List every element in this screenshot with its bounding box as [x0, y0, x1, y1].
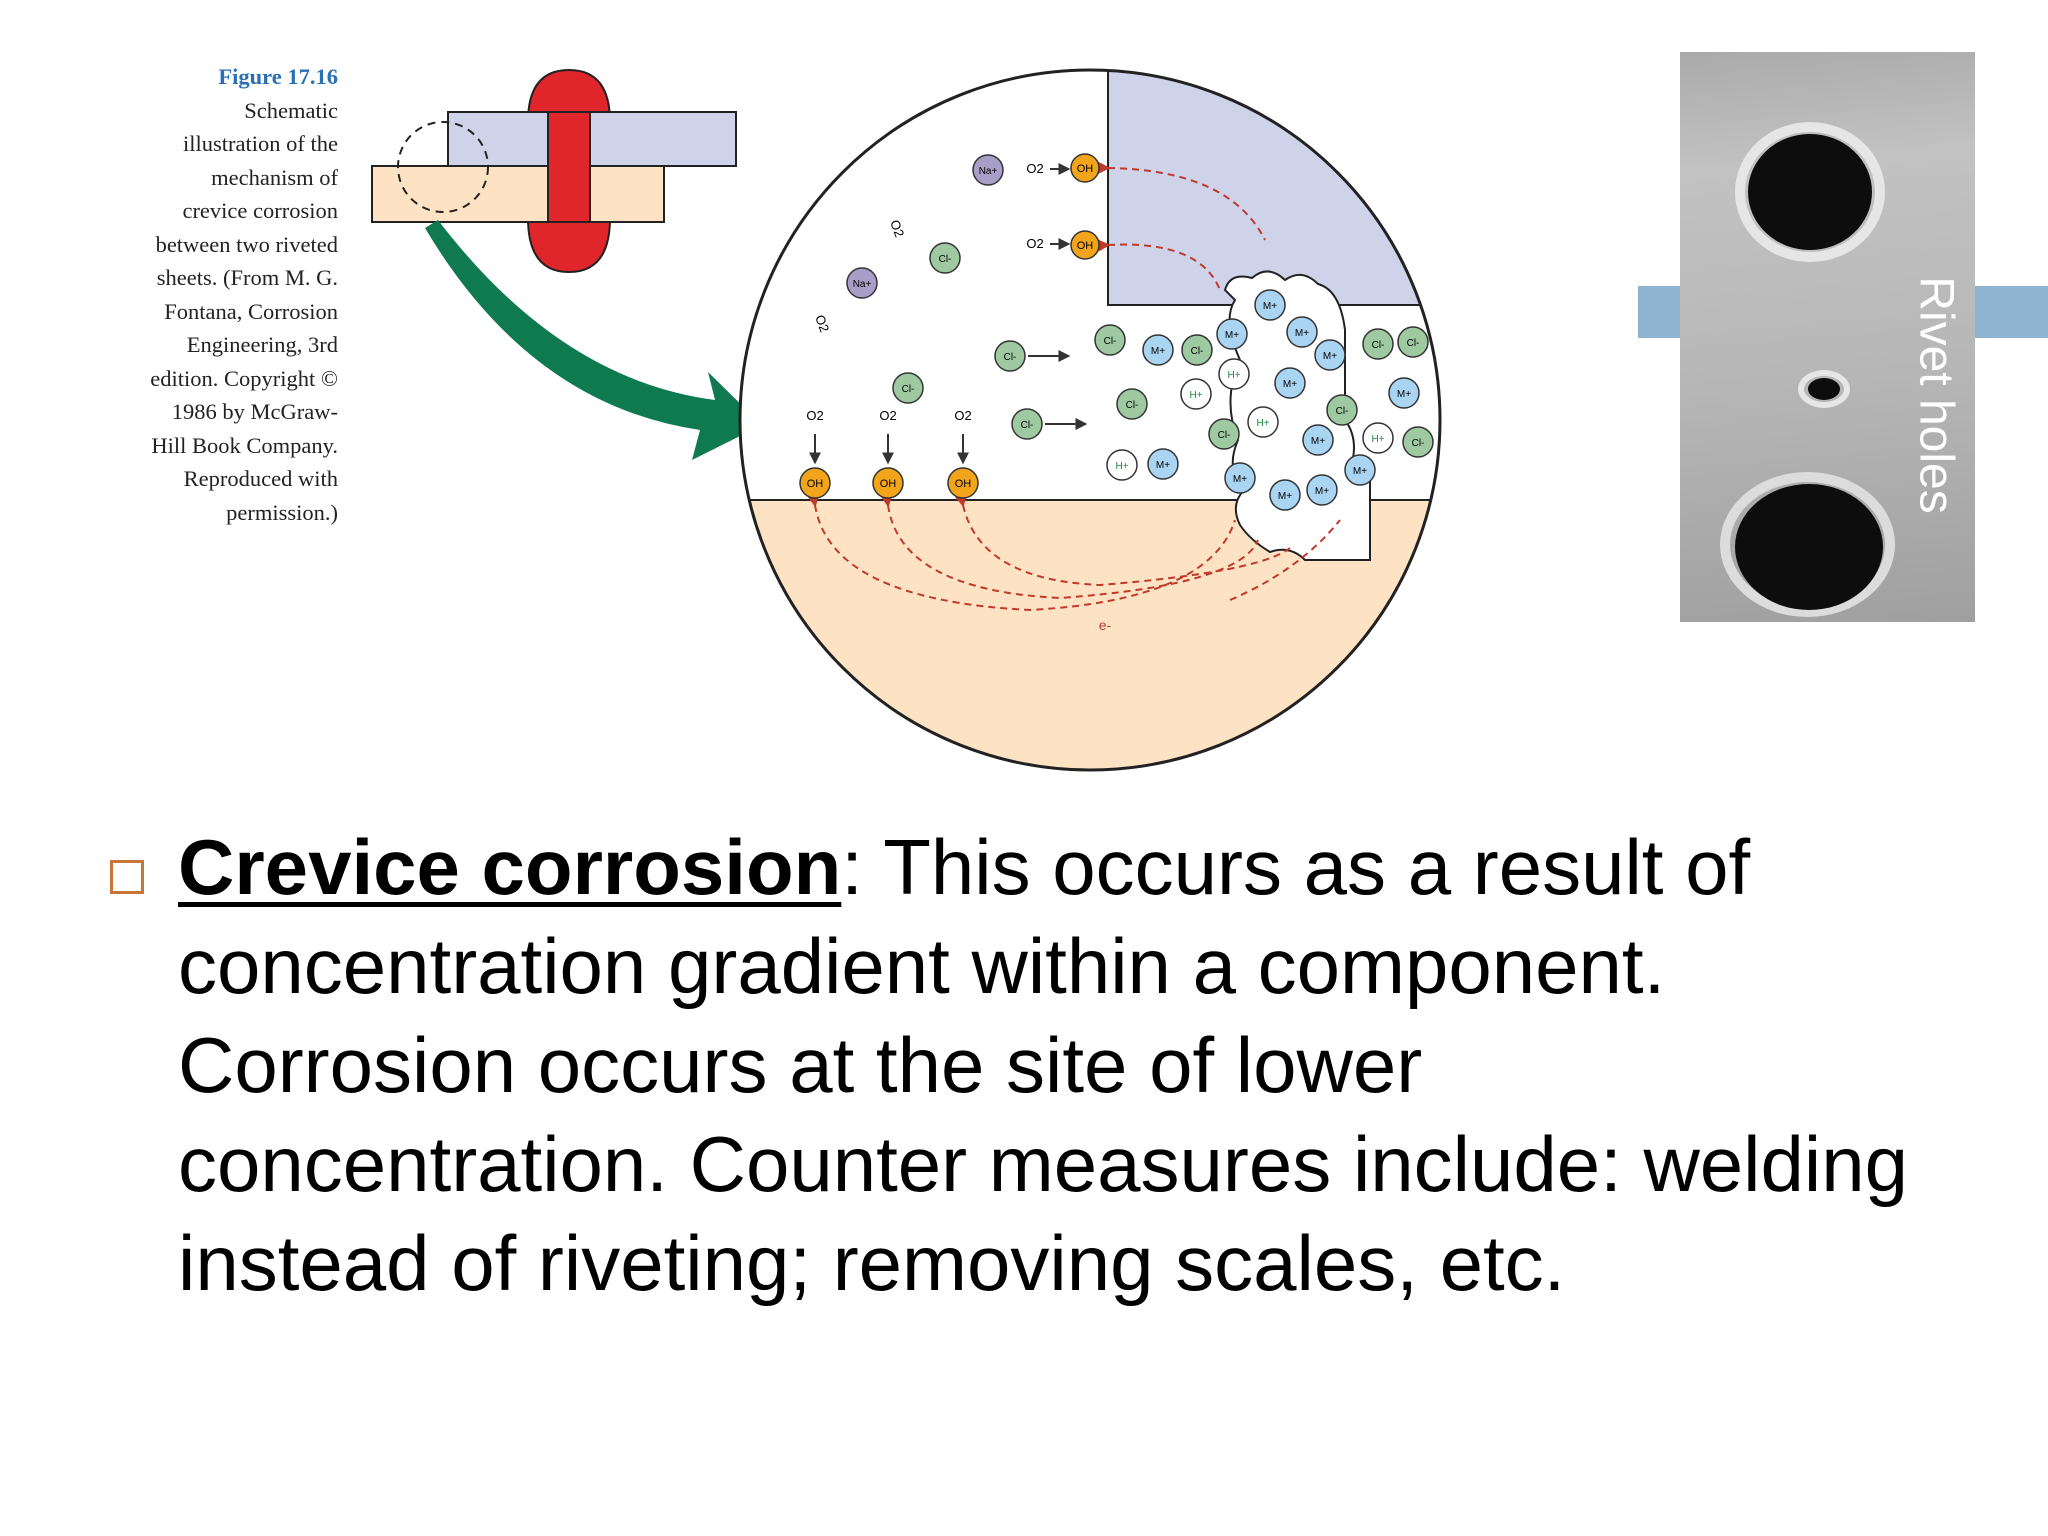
electron-label: e-	[1099, 617, 1112, 633]
caption-line: Hill Book Company.	[151, 432, 338, 458]
h-label: H+	[1256, 418, 1269, 429]
figure-caption: Figure 17.16 Schematic illustration of t…	[60, 60, 338, 529]
na-label: Na+	[853, 279, 872, 290]
m-label: M+	[1323, 351, 1337, 362]
caption-line: Schematic	[244, 97, 338, 123]
cl-label: Cl-	[1372, 340, 1385, 351]
rivet-holes-photo	[1680, 52, 1975, 622]
m-label: M+	[1233, 474, 1247, 485]
oh-label: OH	[1077, 163, 1094, 175]
caption-line: crevice corrosion	[182, 198, 338, 223]
m-label: M+	[1283, 379, 1297, 390]
o2-label: O2	[1026, 161, 1043, 176]
oh-label: OH	[807, 478, 824, 490]
rivet-hole	[1748, 134, 1872, 250]
crevice-corrosion-diagram: O2 OH O2 OH Na+ Na+ O2 O2 Cl- Cl- Cl- Cl…	[371, 68, 1442, 772]
o2-label: O2	[1026, 236, 1043, 251]
cl-label: Cl-	[1191, 346, 1204, 357]
h-label: H+	[1115, 461, 1128, 472]
o2-label: O2	[887, 218, 907, 239]
caption-line: illustration of the	[183, 131, 338, 156]
riveted-sheets	[371, 68, 737, 274]
caption-line: between two riveted	[155, 231, 338, 257]
magnified-view-outline	[738, 68, 1442, 772]
cl-label: Cl-	[1218, 430, 1231, 441]
cl-label: Cl-	[902, 384, 915, 395]
rivet-shank	[547, 111, 591, 223]
o2-label: O2	[806, 408, 823, 423]
caption-line: Engineering, 3rd	[186, 332, 338, 357]
caption-line: Fontana, Corrosion	[164, 298, 338, 324]
cl-label: Cl-	[1407, 338, 1420, 349]
term-crevice-corrosion: Crevice corrosion	[178, 823, 842, 911]
body-paragraph: Crevice corrosion: This occurs as a resu…	[178, 818, 1928, 1313]
rivet-hole-small	[1808, 378, 1840, 400]
o2-label: O2	[954, 408, 971, 423]
m-label: M+	[1278, 491, 1292, 502]
zoom-arrow	[425, 220, 762, 460]
caption-line: sheets. (From M. G.	[156, 265, 338, 290]
rivet-head-bottom	[526, 217, 612, 274]
o2-label: O2	[812, 313, 832, 334]
top-sheet	[447, 111, 737, 167]
top-sheet-region	[1107, 70, 1440, 306]
h-label: H+	[1371, 434, 1384, 445]
caption-line: Reproduced with	[183, 466, 338, 491]
caption-line: mechanism of	[211, 164, 338, 190]
rivet-hole-rim	[1735, 122, 1885, 262]
m-label: M+	[1295, 328, 1309, 339]
oh-label: OH	[955, 478, 972, 490]
caption-line: edition. Copyright ©	[150, 365, 338, 391]
figure-title: Figure 17.16	[218, 64, 338, 89]
m-label: M+	[1397, 389, 1411, 400]
m-label: M+	[1263, 301, 1277, 312]
caption-line: 1986 by McGraw-	[171, 399, 338, 424]
crevice-highlight	[397, 121, 489, 213]
cl-label: Cl-	[1336, 406, 1349, 417]
definition-text: : This occurs as a result of concentrati…	[178, 823, 1908, 1307]
chemical-species: O2 OH O2 OH Na+ Na+ O2 O2 Cl- Cl- Cl- Cl…	[799, 153, 1434, 633]
o2-label: O2	[879, 408, 896, 423]
rivet-hole	[1735, 484, 1883, 610]
rivet-hole-rim	[1798, 370, 1850, 408]
m-label: M+	[1225, 330, 1239, 341]
m-label: M+	[1353, 466, 1367, 477]
h-label: H+	[1189, 390, 1202, 401]
cl-label: Cl-	[1104, 336, 1117, 347]
cl-label: Cl-	[1021, 420, 1034, 431]
oh-label: OH	[880, 478, 897, 490]
rivet-hole-rim	[1720, 472, 1895, 617]
m-label: M+	[1151, 346, 1165, 357]
h-label: H+	[1227, 370, 1240, 381]
caption-line: permission.)	[226, 499, 338, 525]
na-label: Na+	[979, 166, 998, 177]
rivet-head-top	[526, 68, 612, 123]
bullet-square-icon	[110, 860, 144, 894]
m-label: M+	[1156, 460, 1170, 471]
m-label: M+	[1311, 436, 1325, 447]
cl-label: Cl-	[1004, 352, 1017, 363]
accent-bar-left	[1638, 286, 1682, 338]
current-paths	[807, 161, 1341, 612]
rivet-holes-label: Rivet holes	[1909, 265, 1963, 525]
bottom-sheet	[371, 165, 665, 223]
rivet-holes-text: Rivet holes	[1909, 276, 1963, 514]
m-label: M+	[1315, 486, 1329, 497]
cl-label: Cl-	[1126, 400, 1139, 411]
cl-label: Cl-	[1412, 438, 1425, 449]
cl-label: Cl-	[939, 254, 952, 265]
oh-label: OH	[1077, 240, 1094, 252]
accent-bar-right	[1970, 286, 2048, 338]
